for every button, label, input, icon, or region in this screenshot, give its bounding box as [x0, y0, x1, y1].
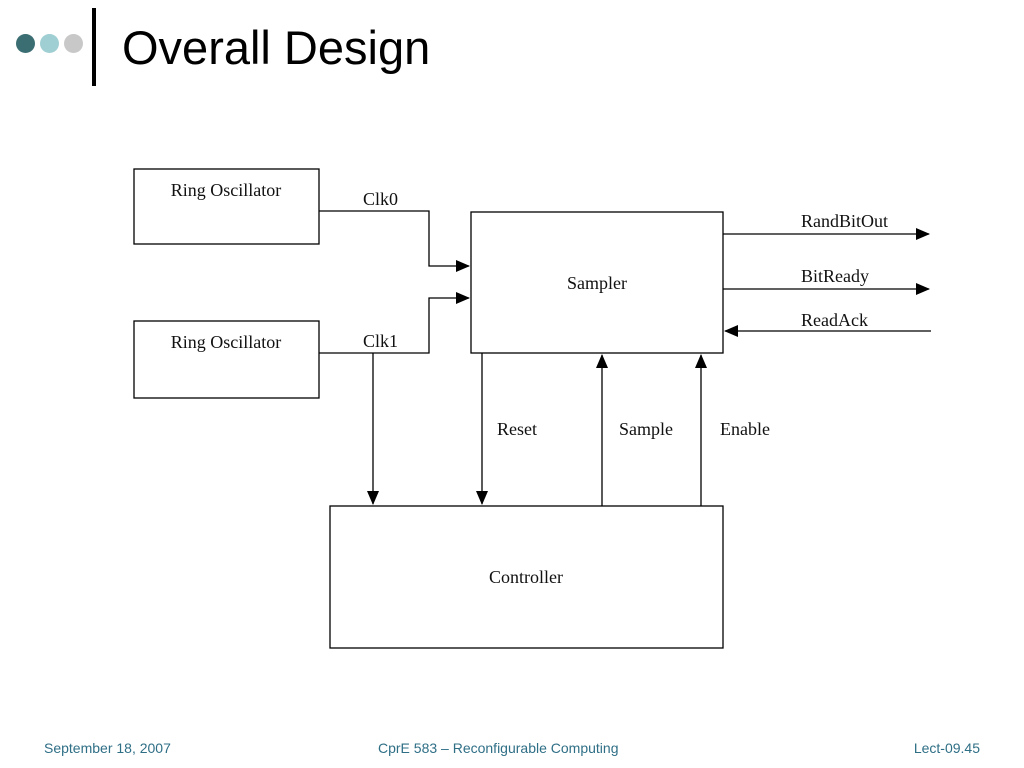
ring-oscillator-0-block: Ring Oscillator [133, 168, 320, 245]
clk0-label: Clk0 [363, 189, 398, 209]
ring-oscillator-0-label: Ring Oscillator [171, 180, 282, 200]
footer-date: September 18, 2007 [44, 740, 171, 756]
gray-dot-icon [64, 34, 83, 53]
reset-label: Reset [497, 419, 537, 439]
footer-course: CprE 583 – Reconfigurable Computing [378, 740, 619, 756]
sampler-label: Sampler [567, 273, 627, 293]
slide-title: Overall Design [122, 21, 431, 74]
read-ack-label: ReadAck [801, 310, 868, 330]
ring-oscillator-1-label: Ring Oscillator [171, 332, 282, 352]
controller-label: Controller [489, 567, 563, 587]
ring-oscillator-1-block: Ring Oscillator [133, 320, 320, 399]
clk1-wire [319, 292, 470, 354]
bit-ready-label: BitReady [801, 266, 869, 286]
dark-teal-dot-icon [16, 34, 35, 53]
controller-block: Controller [329, 505, 724, 649]
clk1-label: Clk1 [363, 331, 398, 351]
sampler-block: Sampler [470, 211, 724, 354]
clk0-wire [319, 210, 470, 272]
footer-lecture-number: Lect-09.45 [913, 740, 980, 756]
enable-label: Enable [720, 419, 770, 439]
rand-bit-out-label: RandBitOut [801, 211, 888, 231]
title-divider [92, 8, 96, 86]
light-teal-dot-icon [40, 34, 59, 53]
sample-label: Sample [619, 419, 673, 439]
title-decoration [16, 34, 88, 54]
